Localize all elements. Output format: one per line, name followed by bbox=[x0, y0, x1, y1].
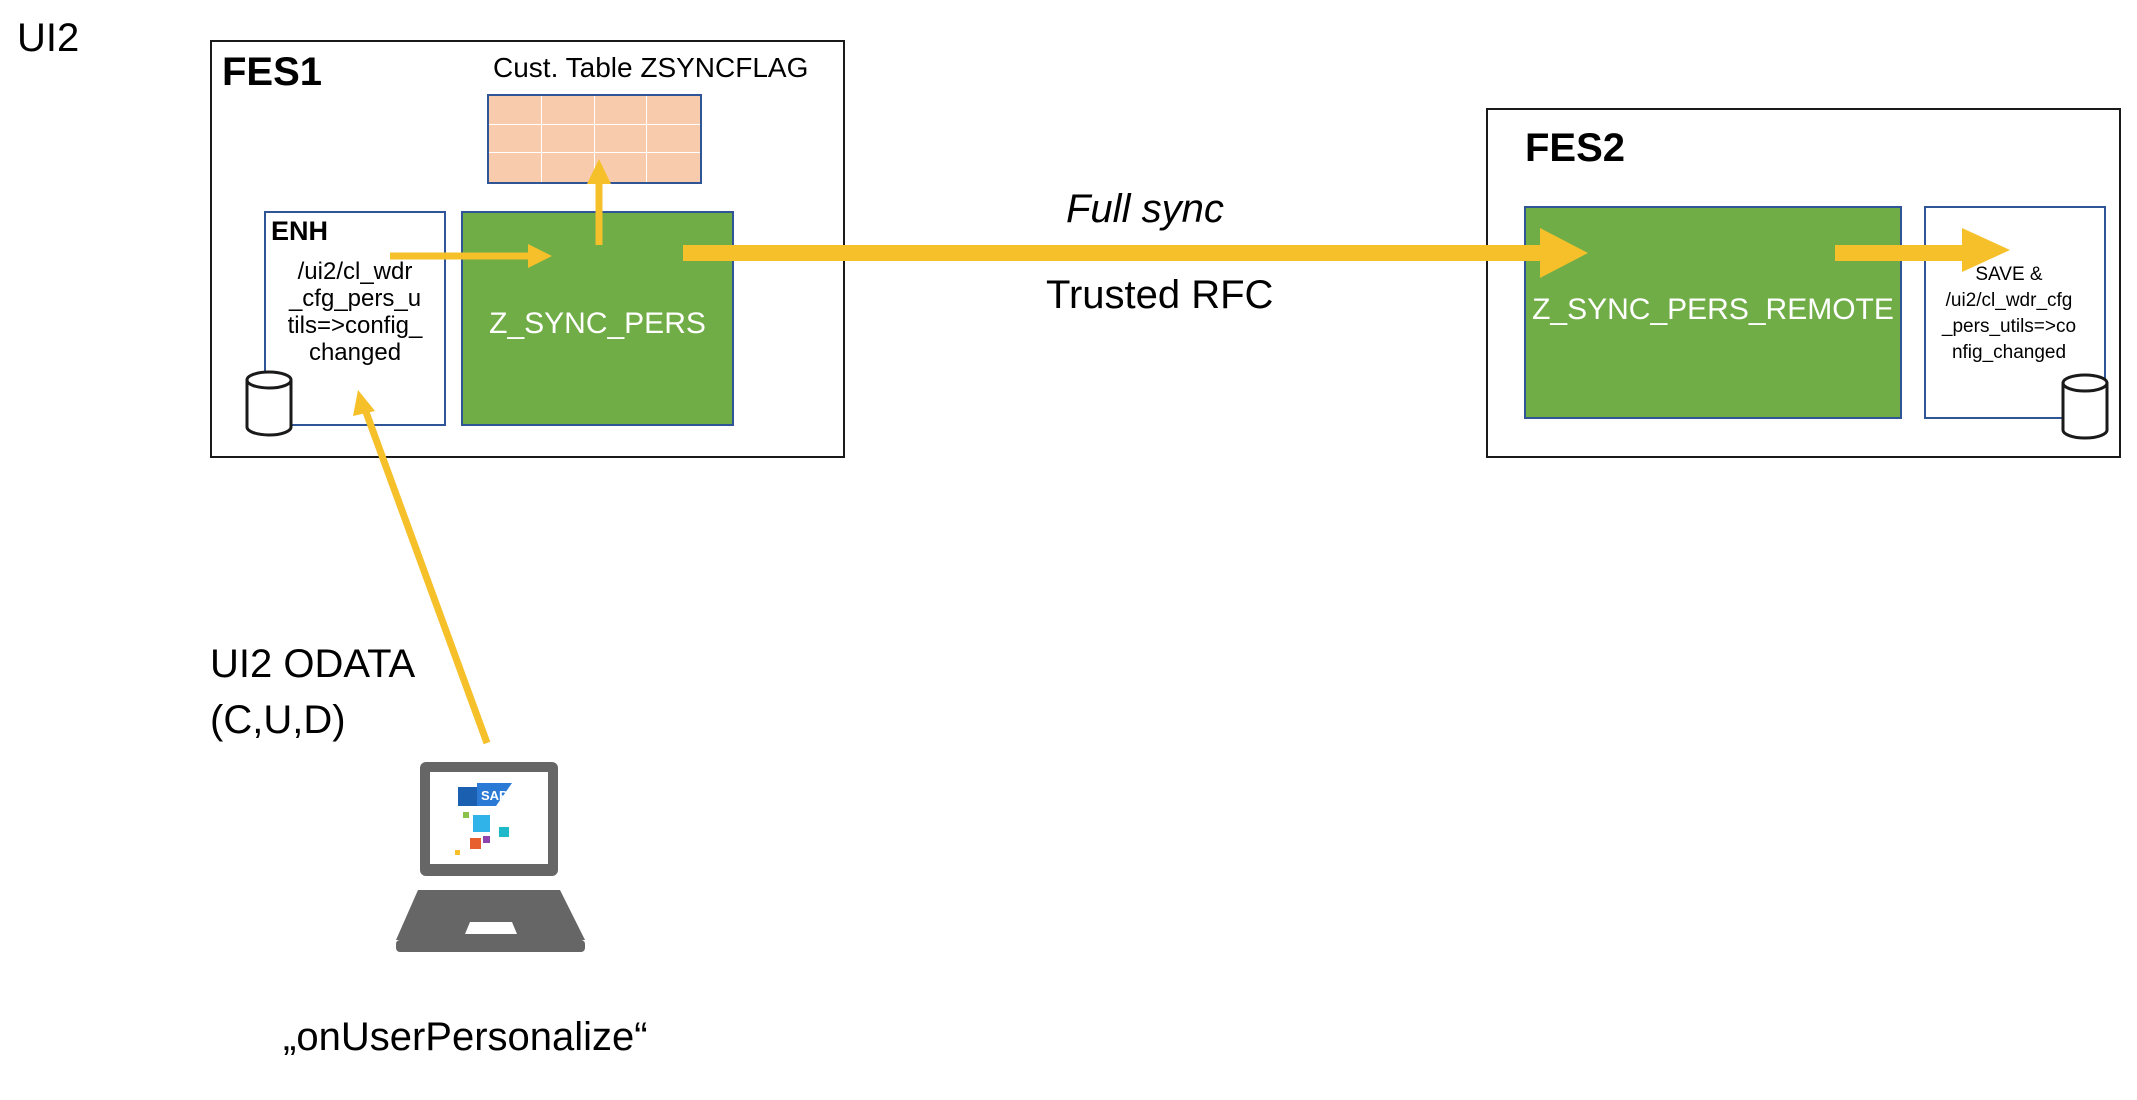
enh-box bbox=[264, 211, 446, 426]
full-sync-arrow bbox=[683, 228, 1588, 278]
odata-label-line: (C,U,D) bbox=[210, 698, 346, 742]
enh-text-line: _cfg_pers_u bbox=[288, 285, 422, 312]
odata-label: UI2 ODATA (C,U,D) bbox=[210, 636, 415, 748]
save-method-text: SAVE & /ui2/cl_wdr_cfg _pers_utils=>co n… bbox=[1924, 262, 2094, 366]
custom-table-grid bbox=[487, 94, 702, 184]
odata-arrow bbox=[353, 390, 491, 745]
sap-logo-text: SAP bbox=[481, 788, 508, 803]
enh-text-line: changed bbox=[308, 339, 402, 366]
save-text-line: /ui2/cl_wdr_cfg bbox=[1945, 290, 2073, 311]
z-sync-pers-label: Z_SYNC_PERS bbox=[489, 306, 706, 340]
fes2-title: FES2 bbox=[1525, 126, 1626, 170]
z-sync-pers-remote-label: Z_SYNC_PERS_REMOTE bbox=[1532, 292, 1894, 326]
database-icon bbox=[245, 370, 293, 437]
enh-text-line: /ui2/cl_wdr bbox=[297, 258, 413, 285]
enh-text-line: tils=>config_ bbox=[287, 312, 423, 339]
event-label: „onUserPersonalize“ bbox=[283, 1015, 648, 1059]
sap-logo: SAP bbox=[455, 783, 512, 855]
enh-to-sync-arrow bbox=[390, 244, 552, 268]
database-icon bbox=[2061, 373, 2109, 440]
remote-to-save-arrow bbox=[1835, 228, 2010, 272]
full-sync-label: Full sync bbox=[1066, 187, 1224, 231]
save-text-line: _pers_utils=>co bbox=[1941, 316, 2077, 337]
z-sync-pers-remote-block: Z_SYNC_PERS_REMOTE bbox=[1524, 206, 1902, 419]
odata-label-line: UI2 ODATA bbox=[210, 642, 416, 686]
fes1-title: FES1 bbox=[222, 50, 323, 94]
laptop-icon: SAP bbox=[396, 762, 585, 952]
page-corner-label: UI2 bbox=[17, 16, 80, 60]
enh-method-text: /ui2/cl_wdr _cfg_pers_u tils=>config_ ch… bbox=[270, 258, 440, 366]
save-text-line: nfig_changed bbox=[1951, 342, 2067, 363]
sync-to-table-arrow bbox=[587, 159, 611, 245]
save-box bbox=[1924, 206, 2106, 419]
trusted-rfc-label: Trusted RFC bbox=[1046, 273, 1274, 317]
save-text-line: SAVE & bbox=[1975, 264, 2043, 285]
custom-table-label: Cust. Table ZSYNCFLAG bbox=[493, 52, 809, 83]
enh-title: ENH bbox=[271, 216, 329, 246]
